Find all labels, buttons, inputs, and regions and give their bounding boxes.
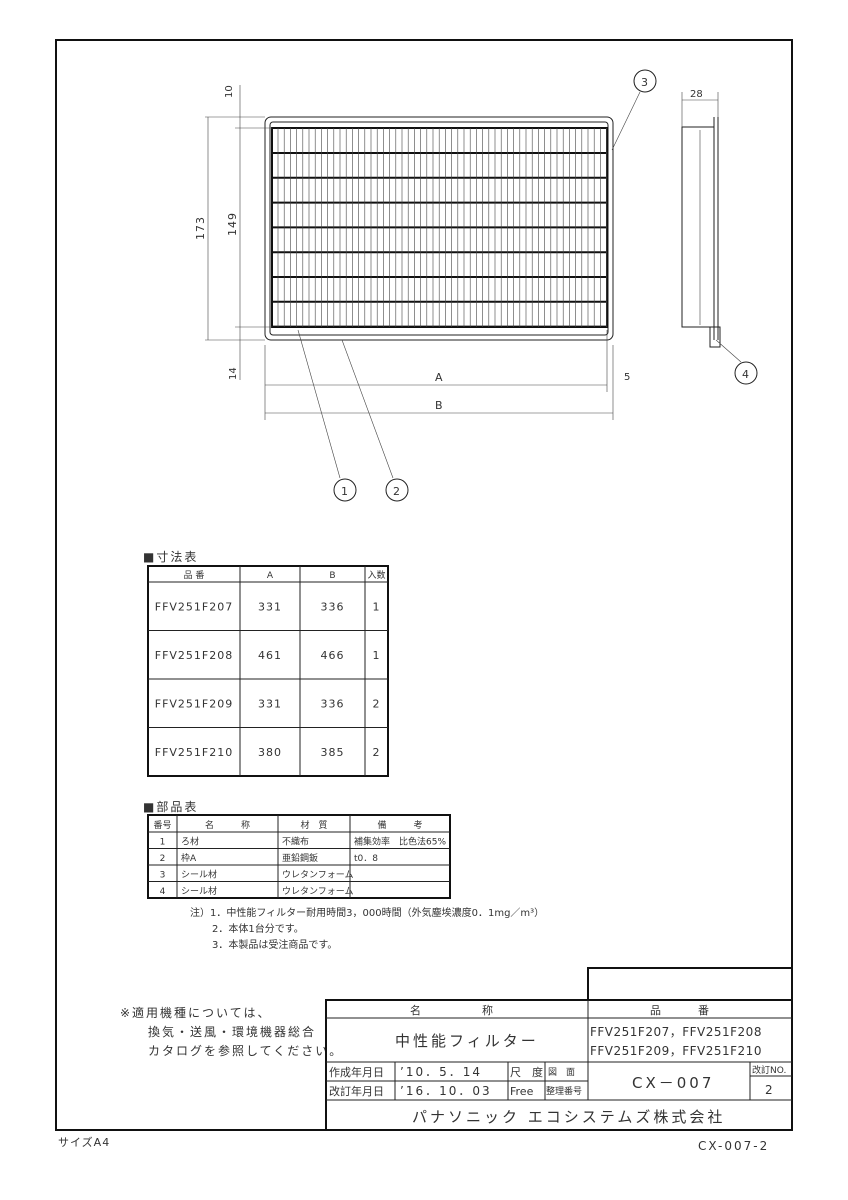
dim-5: 5 — [624, 372, 630, 383]
revised-label: 改訂年月日 — [329, 1084, 384, 1098]
drawing-no-label-1: 図 面 — [548, 1067, 575, 1078]
dim-A: A — [435, 371, 444, 384]
dim-28: 28 — [690, 89, 703, 100]
scale-value: Free — [510, 1085, 534, 1098]
sheet-number: CX-007-2 — [698, 1139, 769, 1153]
table-cell: 1 — [373, 600, 381, 613]
size-table-title: ■寸法表 — [143, 550, 198, 564]
table-row: FFV251F207 331 336 1 — [155, 600, 381, 613]
table-cell: ウレタンフォーム — [282, 886, 353, 897]
table-cell: シール材 — [181, 868, 217, 880]
table-cell: 461 — [258, 649, 282, 662]
rev-label: 改訂NO. — [752, 1064, 786, 1076]
applicable-note-2: 換気・送風・環境機器総合 — [148, 1024, 316, 1039]
table-cell: FFV251F209 — [155, 697, 234, 710]
table-cell: FFV251F210 — [155, 746, 234, 759]
dim-149: 149 — [226, 212, 239, 236]
product-nos-1: FFV251F207，FFV251F208 — [590, 1025, 762, 1039]
company-name: パナソニック エコシステムズ株式会社 — [412, 1108, 725, 1126]
dim-B: B — [435, 399, 444, 412]
drawing-no-label-2: 整理番号 — [546, 1085, 582, 1097]
callout-4: 4 — [742, 368, 750, 381]
paper-size: サイズA4 — [58, 1135, 110, 1149]
table-cell: 331 — [258, 600, 282, 613]
product-name: 中性能フィルター — [395, 1032, 539, 1050]
table-row: 2 枠A 亜鉛鋼鈑 t0．8 — [160, 852, 379, 864]
table-cell: 補集効率 比色法65% — [354, 835, 446, 847]
header-cell: 番号 — [153, 819, 171, 831]
header-cell: B — [329, 571, 335, 581]
rev-no: 2 — [765, 1083, 775, 1097]
table-cell: FFV251F207 — [155, 600, 234, 613]
table-cell: 不織布 — [282, 835, 309, 847]
callout-2: 2 — [393, 485, 401, 498]
revised-date: ’16．10．03 — [400, 1084, 492, 1098]
table-cell: 2 — [160, 854, 166, 864]
parts-table-title: ■部品表 — [143, 799, 198, 814]
header-cell: 入数 — [367, 569, 385, 581]
dim-14: 14 — [228, 367, 239, 380]
dim-10: 10 — [224, 85, 235, 98]
table-cell: 1 — [373, 649, 381, 662]
table-row: FFV251F208 461 466 1 — [155, 649, 381, 662]
drawing-no: CX－007 — [632, 1074, 714, 1092]
header-cell: 品 番 — [184, 569, 205, 581]
table-cell: 336 — [321, 697, 345, 710]
table-cell: シール材 — [181, 885, 217, 897]
table-cell: t0．8 — [354, 854, 378, 864]
table-cell: 4 — [160, 887, 166, 897]
front-view — [264, 116, 614, 341]
table-row: FFV251F210 380 385 2 — [155, 746, 381, 759]
table-cell: 331 — [258, 697, 282, 710]
table-row: 1 ろ材 不織布 補集効率 比色法65% — [160, 835, 447, 847]
note-3: 3．本製品は受注商品です。 — [212, 938, 337, 951]
created-label: 作成年月日 — [329, 1065, 384, 1079]
applicable-note-3: カタログを参照してください。 — [148, 1043, 343, 1058]
title-block: 名 称 品 番 中性能フィルター FFV251F207，FFV251F208 F… — [325, 967, 793, 1131]
table-cell: 380 — [258, 746, 282, 759]
product-no-label: 品 番 — [650, 1004, 710, 1017]
table-cell: 枠A — [181, 852, 197, 864]
table-cell: 1 — [160, 837, 166, 847]
note-1: 注）1．中性能フィルター耐用時間3，000時間（外気塵埃濃度0．1mg／m³） — [190, 906, 544, 919]
table-cell: 2 — [373, 746, 381, 759]
side-view — [681, 117, 721, 348]
note-2: 2．本体1台分です。 — [212, 922, 304, 935]
table-cell: 336 — [321, 600, 345, 613]
callout-3: 3 — [641, 76, 649, 89]
table-cell: 466 — [321, 649, 345, 662]
applicable-note-1: ※適用機種については、 — [120, 1005, 271, 1020]
callouts: 1 2 3 4 — [297, 69, 758, 502]
scale-label: 尺 度 — [510, 1065, 543, 1079]
created-date: ’10．5．14 — [400, 1065, 482, 1079]
header-cell: 名 称 — [205, 819, 250, 831]
header-cell: A — [267, 571, 274, 581]
dim-173: 173 — [194, 216, 207, 240]
table-cell: ろ材 — [181, 835, 199, 847]
table-cell: 亜鉛鋼鈑 — [282, 852, 318, 864]
table-row: FFV251F209 331 336 2 — [155, 697, 381, 710]
table-cell: 2 — [373, 697, 381, 710]
table-cell: 385 — [321, 746, 345, 759]
table-row: 4 シール材 ウレタンフォーム — [160, 885, 354, 897]
callout-1: 1 — [341, 485, 349, 498]
dimensions: 10 173 149 14 A B 5 28 — [194, 85, 719, 420]
product-nos-2: FFV251F209，FFV251F210 — [590, 1044, 762, 1058]
table-row: 3 シール材 ウレタンフォーム — [160, 868, 354, 880]
table-cell: 3 — [160, 870, 166, 880]
table-cell: FFV251F208 — [155, 649, 234, 662]
header-cell: 材 質 — [300, 819, 327, 831]
header-cell: 備 考 — [377, 819, 422, 831]
table-cell: ウレタンフォーム — [282, 869, 353, 880]
name-label: 名 称 — [410, 1003, 494, 1017]
